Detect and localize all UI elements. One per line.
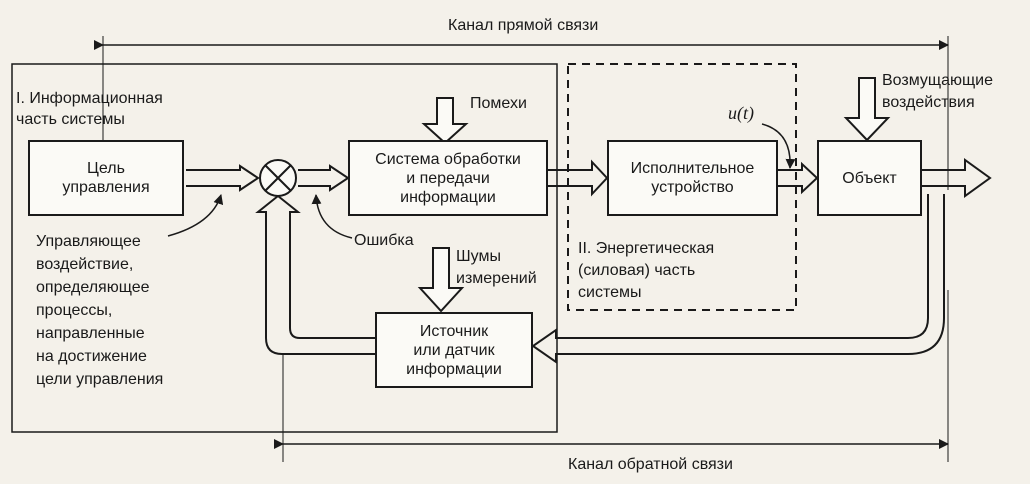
disturbances-label: Возмущающие воздействия (882, 72, 993, 111)
arrow-actuator-to-object (778, 161, 819, 195)
info-part-region (11, 63, 558, 433)
arrow-comparator-to-processing (298, 164, 350, 192)
arrow-goal-to-comparator (186, 164, 260, 192)
arrow-feedback-sensor-to-comparator (255, 194, 375, 355)
actuator-block: Исполнительное устройство (607, 140, 778, 216)
feedback-channel-label: Канал обратной связи (568, 456, 733, 473)
arrow-feedback-object-to-sensor (531, 194, 945, 364)
error-label: Ошибка (354, 232, 414, 249)
summing-junction-icon (259, 159, 297, 197)
leader-error (311, 194, 353, 239)
object-block: Объект (817, 140, 922, 216)
arrow-measurement-noise (417, 247, 465, 313)
leader-control-action (167, 194, 224, 237)
processing-block: Система обработки и передачи информации (348, 140, 548, 216)
leader-u-t (761, 123, 796, 169)
sensor-block: Источник или датчик информации (375, 312, 533, 388)
measurement-noise-label: Шумы измерений (456, 248, 537, 287)
feedback-channel-span (274, 290, 949, 462)
arrow-interference (421, 97, 469, 145)
interference-label: Помехи (470, 95, 527, 112)
u-t-label: u(t) (728, 103, 754, 123)
control-action-label: Управляющее воздействие, определяющее пр… (36, 233, 164, 388)
energy-part-label: II. Энергетическая (силовая) часть систе… (578, 240, 715, 301)
arrow-disturbances (843, 77, 891, 142)
info-part-label: I. Информационная часть системы (16, 90, 163, 128)
forward-channel-label: Канал прямой связи (448, 17, 599, 34)
arrow-object-output (922, 158, 992, 198)
goal-block: Цель управления (28, 140, 184, 216)
